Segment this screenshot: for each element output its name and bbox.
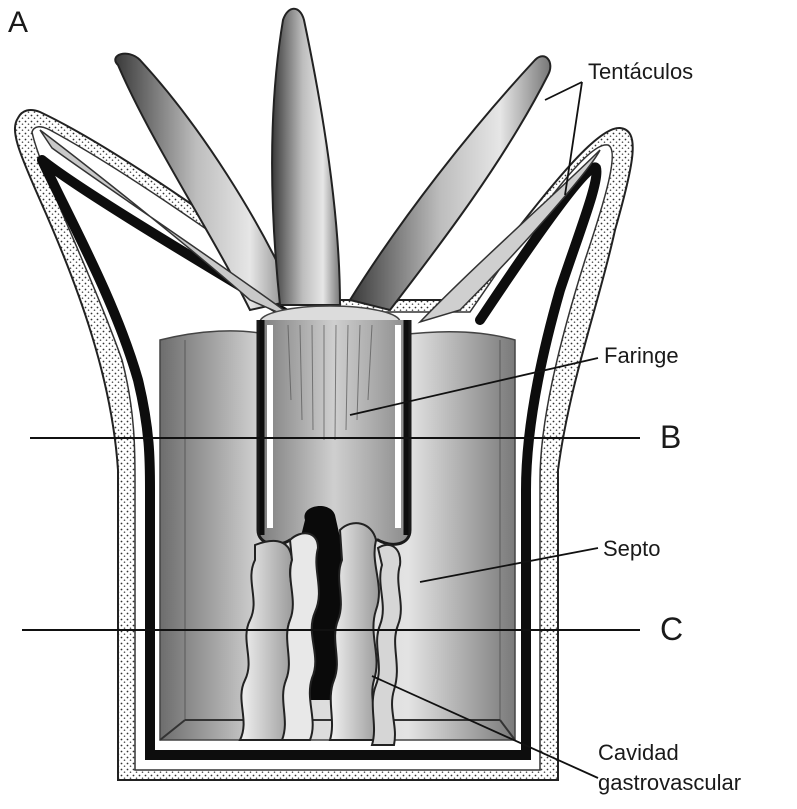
label-pharynx: Faringe (604, 344, 679, 368)
label-cavity-line2: gastrovascular (598, 768, 741, 798)
section-marker-b: B (660, 420, 681, 455)
pharynx-tube (258, 320, 410, 544)
leader-tentacles-1 (545, 82, 582, 100)
section-marker-c: C (660, 612, 683, 647)
panel-letter: A (8, 6, 28, 39)
label-tentacles: Tentáculos (588, 60, 693, 84)
label-cavity: Cavidad gastrovascular (598, 738, 741, 798)
tentacle-center (272, 9, 340, 305)
label-cavity-line1: Cavidad (598, 738, 741, 768)
label-septum: Septo (603, 537, 661, 561)
